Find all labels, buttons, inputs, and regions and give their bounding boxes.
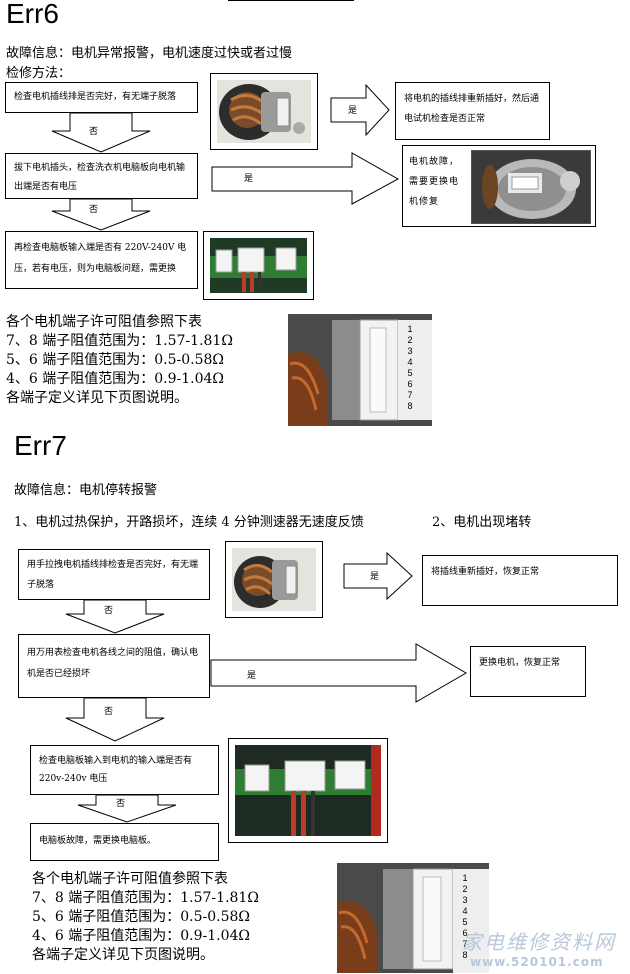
err7-down-arrow-1 — [65, 600, 165, 634]
err6-yes-arrow-1 — [330, 84, 390, 136]
err6-step2-text: 拔下电机插头，检查洗衣机电脑板向电机输出端是否有电压 — [14, 163, 186, 192]
err7-resistance-title: 各个电机端子许可阻值参照下表 — [32, 871, 228, 887]
err6-motor-photo — [471, 150, 591, 224]
err6-result2-text: 电机故障，需要更换电机修复 — [409, 157, 460, 207]
err6-yes-arrow-2 — [211, 152, 400, 205]
err6-result1-box: 将电机的插线排重新插好，然后通电试机检查是否正常 — [395, 82, 550, 140]
err7-step4-text: 电脑板故障，需更换电脑板。 — [39, 836, 157, 846]
err7-cause2: 2、电机出现堵转 — [432, 515, 532, 530]
err6-result2-box: 电机故障，需要更换电机修复 — [402, 145, 596, 227]
watermark-cn: 家电维修资料网 — [462, 930, 616, 954]
err7-terminal-numbers: 1 2 3 4 5 6 7 8 — [459, 873, 471, 961]
err7-yes-arrow-2 — [210, 643, 467, 703]
watermark-url: www.520101.com — [470, 955, 604, 969]
err6-terminal-numbers: 1 2 3 4 5 6 7 8 — [404, 324, 416, 412]
err7-step3-text: 检查电脑板输入到电机的输入端是否有 220v-240v 电压 — [39, 756, 193, 784]
err7-result2-text: 更换电机，恢复正常 — [479, 658, 561, 668]
err6-step2-box: 拔下电机插头，检查洗衣机电脑板向电机输出端是否有电压 — [5, 153, 198, 199]
err6-no-label-2: 否 — [89, 205, 99, 215]
err7-pcb-photo — [228, 738, 388, 843]
err6-repair-method: 检修方法： — [6, 66, 72, 81]
err7-cause1: 1、电机过热保护，开路损坏，连续 4 分钟测速器无速度反馈 — [14, 515, 364, 530]
err7-motor-connector-photo — [225, 541, 323, 618]
err7-step3-box: 检查电脑板输入到电机的输入端是否有 220v-240v 电压 — [30, 745, 219, 795]
terminal-number: 2 — [462, 884, 468, 894]
err7-resistance-note: 各端子定义详见下页图说明。 — [32, 947, 214, 963]
err7-step2-box: 用万用表检查电机各线之间的阻值，确认电机是否已经损坏 — [18, 634, 210, 698]
err7-down-arrow-2 — [65, 698, 165, 742]
err7-no-label-2: 否 — [104, 707, 114, 717]
err7-fault-info: 故障信息：电机停转报警 — [14, 483, 158, 498]
terminal-number: 6 — [462, 928, 468, 938]
top-rule — [228, 0, 354, 1]
terminal-number: 2 — [407, 335, 413, 345]
err7-result1-text: 将插线重新插好，恢复正常 — [431, 567, 540, 577]
err6-result1-text: 将电机的插线排重新插好，然后通电试机检查是否正常 — [404, 94, 540, 124]
terminal-number: 3 — [462, 895, 468, 905]
err6-resistance-line1: 7、8 端子阻值范围为：1.57-1.81Ω — [6, 333, 233, 349]
err7-terminal-photo: 1 2 3 4 5 6 7 8 — [337, 863, 489, 973]
err6-pcb-photo — [203, 231, 314, 300]
err6-fault-info: 故障信息：电机异常报警，电机速度过快或者过慢 — [6, 46, 293, 61]
terminal-number: 5 — [407, 368, 413, 378]
err7-resistance-line2: 5、6 端子阻值范围为：0.5-0.58Ω — [32, 909, 251, 925]
terminal-number: 4 — [462, 906, 468, 916]
err7-down-arrow-3 — [77, 795, 177, 823]
err6-motor-connector-photo — [210, 73, 318, 150]
err7-yes-label-2: 是 — [247, 671, 257, 681]
err6-resistance-note: 各端子定义详见下页图说明。 — [6, 390, 188, 406]
err6-step3-box: 再检查电脑板输入端是否有 220V-240V 电压，若有电压，则为电脑板问题，需… — [5, 231, 198, 289]
err6-down-arrow-1 — [51, 113, 151, 153]
terminal-number: 7 — [462, 939, 468, 949]
err6-resistance-title: 各个电机端子许可阻值参照下表 — [6, 314, 202, 330]
terminal-number: 6 — [407, 379, 413, 389]
err7-step1-box: 用手拉拽电机插线排检查是否完好，有无端子脱落 — [18, 549, 210, 600]
err6-step1-text: 检查电机插线排是否完好，有无端子脱落 — [14, 92, 177, 102]
err6-yes-label-2: 是 — [244, 174, 254, 184]
err6-resistance-line2: 5、6 端子阻值范围为：0.5-0.58Ω — [6, 352, 225, 368]
err7-no-label-3: 否 — [116, 799, 126, 809]
err6-resistance-line3: 4、6 端子阻值范围为：0.9-1.04Ω — [6, 371, 225, 387]
err7-step1-text: 用手拉拽电机插线排检查是否完好，有无端子脱落 — [27, 560, 199, 590]
err6-terminal-photo: 1 2 3 4 5 6 7 8 — [288, 314, 432, 426]
err6-down-arrow-2 — [51, 199, 151, 231]
err6-step1-box: 检查电机插线排是否完好，有无端子脱落 — [5, 82, 198, 113]
err7-yes-arrow-1 — [343, 552, 413, 600]
terminal-number: 4 — [407, 357, 413, 367]
err7-step4-box: 电脑板故障，需更换电脑板。 — [30, 823, 219, 861]
err7-result2-box: 更换电机，恢复正常 — [470, 646, 586, 697]
err7-resistance-line3: 4、6 端子阻值范围为：0.9-1.04Ω — [32, 928, 251, 944]
err7-yes-label-1: 是 — [370, 572, 380, 582]
err6-step3-text: 再检查电脑板输入端是否有 220V-240V 电压，若有电压，则为电脑板问题，需… — [14, 243, 187, 274]
terminal-number: 1 — [407, 324, 413, 334]
err7-step2-text: 用万用表检查电机各线之间的阻值，确认电机是否已经损坏 — [27, 648, 199, 679]
err7-no-label-1: 否 — [104, 606, 114, 616]
terminal-number: 8 — [407, 401, 413, 411]
err7-resistance-line1: 7、8 端子阻值范围为：1.57-1.81Ω — [32, 890, 259, 906]
terminal-number: 1 — [462, 873, 468, 883]
err6-yes-label-1: 是 — [348, 106, 358, 116]
err6-title: Err6 — [6, 0, 59, 29]
terminal-number: 5 — [462, 917, 468, 927]
err6-no-label-1: 否 — [89, 127, 99, 137]
terminal-number: 7 — [407, 390, 413, 400]
err7-result1-box: 将插线重新插好，恢复正常 — [422, 555, 618, 606]
terminal-number: 3 — [407, 346, 413, 356]
terminal-number: 8 — [462, 950, 468, 960]
err7-title: Err7 — [14, 430, 67, 461]
